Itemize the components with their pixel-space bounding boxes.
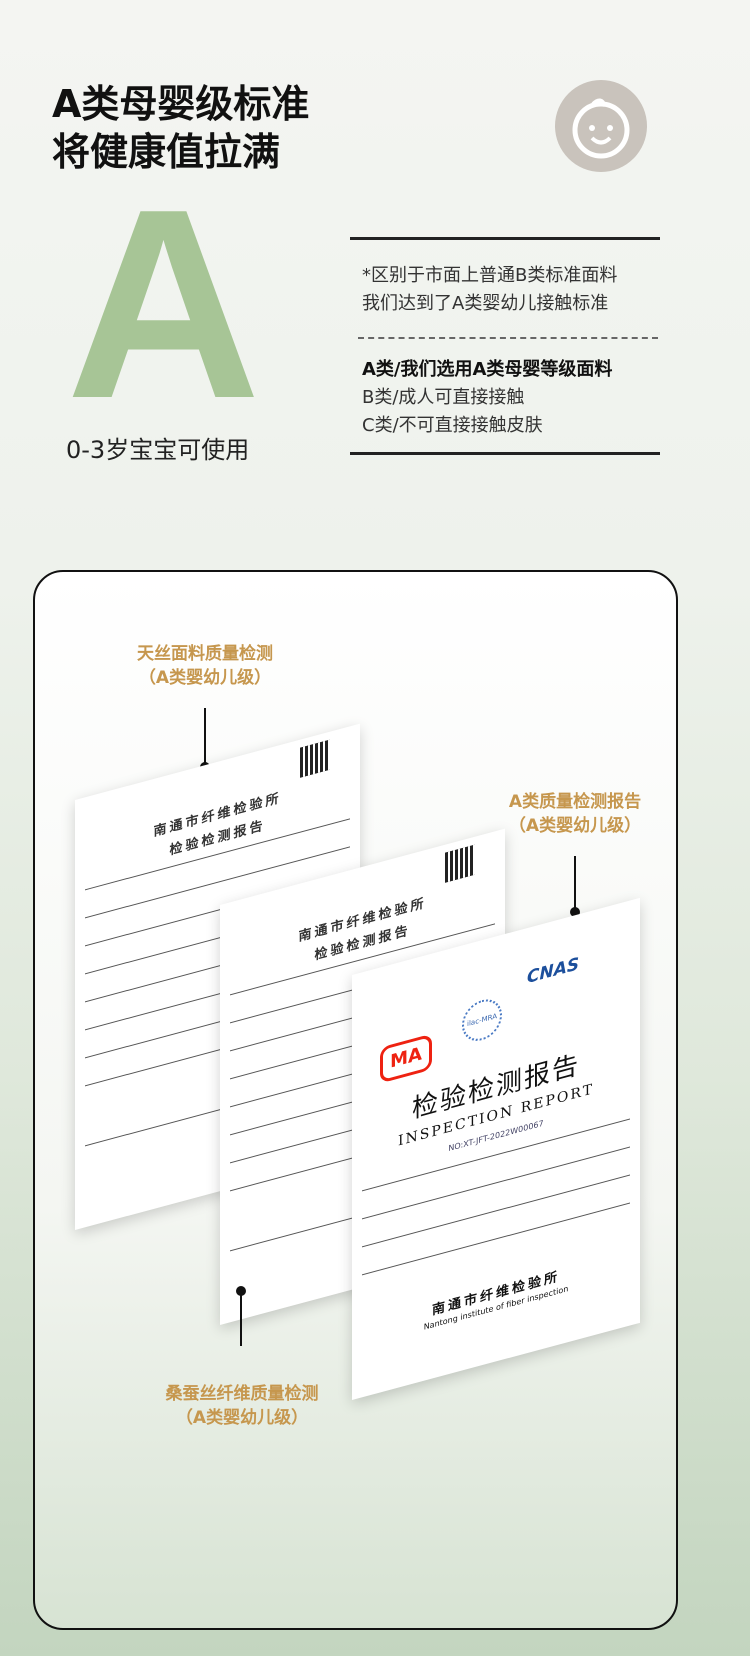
info-note: *区别于市面上普通B类标准面料我们达到了A类婴幼儿接触标准	[362, 262, 617, 318]
label-title: A类质量检测报告	[508, 792, 642, 812]
cnas-logo: CNAS	[527, 954, 580, 989]
label-sub: （A类婴幼儿级）	[508, 816, 642, 836]
label-sub: （A类婴幼儿级）	[175, 1408, 309, 1428]
label-sub: （A类婴幼儿级）	[138, 668, 272, 688]
title-line-1: A类母婴级标准	[52, 82, 310, 126]
pointer-dot	[570, 907, 580, 917]
report-doc-a-grade: MA ilac-MRA CNAS 检验检测报告 INSPECTION REPOR…	[352, 897, 640, 1400]
label-title: 天丝面料质量检测	[137, 644, 273, 664]
qr-code	[445, 844, 475, 883]
divider-top	[350, 237, 660, 240]
pointer-line	[240, 1292, 242, 1346]
grade-a-letter: A	[66, 154, 261, 455]
page-title: A类母婴级标准将健康值拉满	[52, 80, 309, 176]
note-line-2: 我们达到了A类婴幼儿接触标准	[362, 293, 609, 314]
pointer-line	[204, 708, 206, 764]
age-note: 0-3岁宝宝可使用	[66, 436, 250, 464]
cma-logo: MA	[380, 1033, 432, 1084]
note-line-1: *区别于市面上普通B类标准面料	[362, 265, 618, 286]
title-line-2: 将健康值拉满	[52, 130, 281, 174]
label-silk: 桑蚕丝纤维质量检测 （A类婴幼儿级）	[112, 1382, 372, 1430]
label-tencel: 天丝面料质量检测 （A类婴幼儿级）	[75, 642, 335, 690]
class-b: B类/成人可直接接触	[362, 387, 525, 408]
label-a-report: A类质量检测报告 （A类婴幼儿级）	[445, 790, 705, 838]
label-title: 桑蚕丝纤维质量检测	[165, 1384, 319, 1404]
pointer-line	[574, 856, 576, 912]
class-a: A类/我们选用A类母婴等级面料	[362, 359, 613, 380]
pointer-dot	[236, 1286, 246, 1296]
qr-code	[300, 739, 330, 778]
class-c: C类/不可直接接触皮肤	[362, 415, 543, 436]
ilac-logo: ilac-MRA	[462, 994, 502, 1046]
divider-dashed	[358, 337, 658, 339]
baby-face-icon	[555, 80, 647, 172]
divider-bottom	[350, 452, 660, 455]
class-list: A类/我们选用A类母婴等级面料 B类/成人可直接接触 C类/不可直接接触皮肤	[362, 356, 612, 440]
